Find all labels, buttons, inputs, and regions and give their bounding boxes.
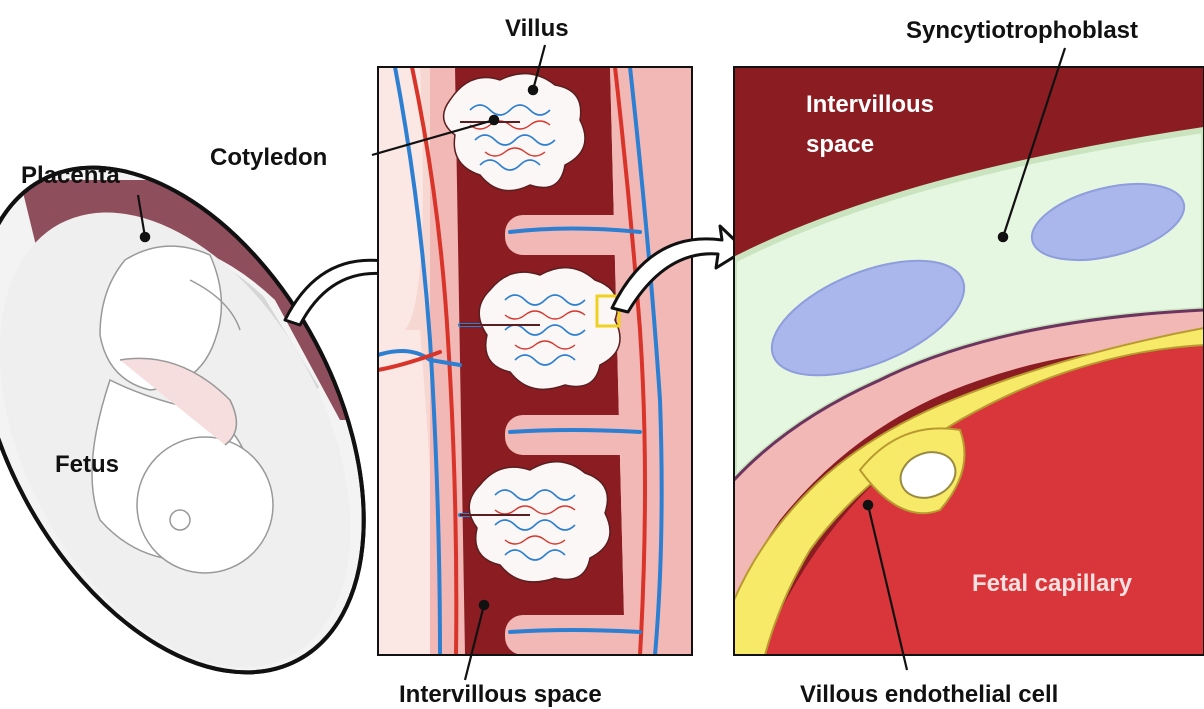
label-placenta: Placenta — [21, 162, 120, 189]
label-syncytiotrophoblast: Syncytiotrophoblast — [906, 17, 1138, 44]
cotyledon-panel — [378, 67, 692, 655]
label-fetal-capillary: Fetal capillary — [972, 570, 1133, 597]
label-villus: Villus — [505, 15, 569, 42]
label-intervillous-space-bottom: Intervillous space — [399, 681, 602, 708]
label-fetus: Fetus — [55, 451, 119, 478]
label-intervillous-line1: Intervillous — [806, 91, 934, 118]
uterus-panel — [0, 102, 443, 709]
label-cotyledon: Cotyledon — [210, 144, 327, 171]
label-villous-endothelial-cell: Villous endothelial cell — [800, 681, 1058, 708]
magnified-panel — [734, 67, 1204, 655]
label-intervillous-line2: space — [806, 131, 874, 158]
